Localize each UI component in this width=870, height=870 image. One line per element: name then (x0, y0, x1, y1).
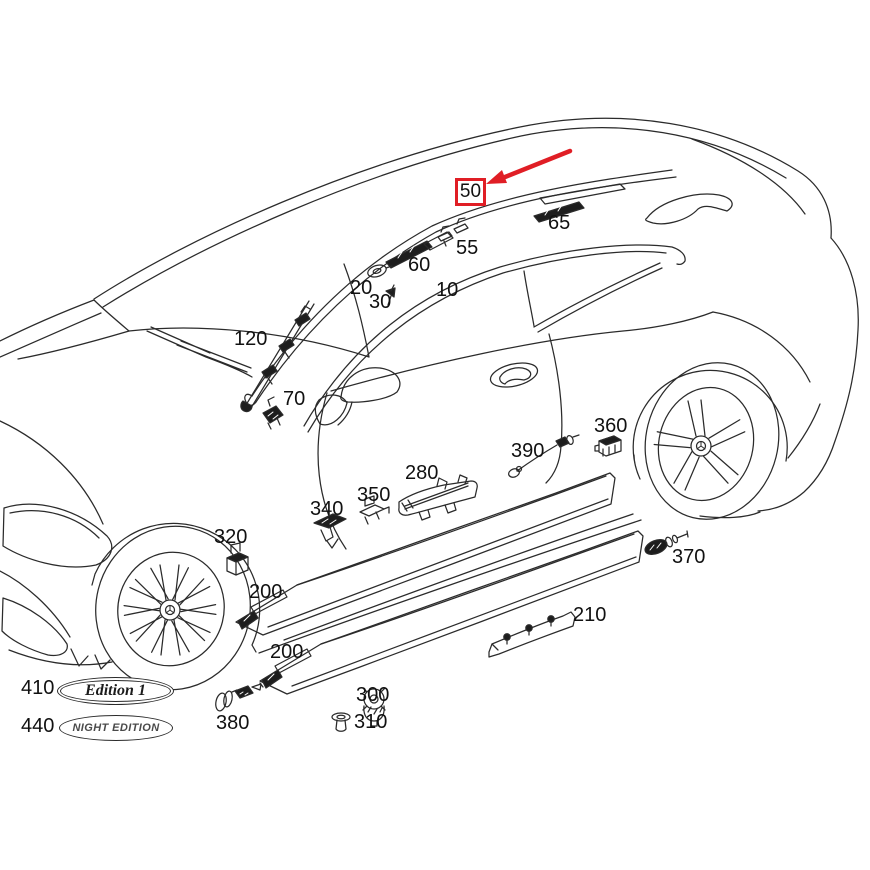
part-30-pin (385, 284, 396, 306)
edition1-badge: Edition 1 (57, 677, 174, 705)
part-label-350[interactable]: 350 (357, 484, 391, 506)
part-label-440[interactable]: 440 (21, 715, 55, 737)
callout-arrow (486, 148, 573, 184)
part-350-clip (359, 495, 390, 525)
part-300-grommet (362, 687, 386, 727)
front-intake (1, 597, 68, 657)
part-label-380[interactable]: 380 (216, 712, 250, 734)
part-label-370[interactable]: 370 (672, 546, 706, 568)
part-320-clip (226, 542, 249, 576)
mb-star-icon (696, 441, 706, 450)
part-370-rivet (644, 530, 689, 556)
part-label-280[interactable]: 280 (405, 462, 439, 484)
door-handle (489, 362, 539, 388)
part-label-360[interactable]: 360 (594, 415, 628, 437)
part-label-410[interactable]: 410 (21, 677, 55, 699)
part-label-210[interactable]: 210 (573, 604, 607, 626)
side-mirror (340, 367, 401, 403)
part-label-120[interactable]: 120 (234, 328, 268, 350)
part-200-sill-lower (259, 530, 644, 695)
part-280-bracket (398, 474, 478, 521)
rear-wheel (644, 362, 780, 520)
car-body (0, 117, 859, 670)
part-55-clips (437, 217, 469, 247)
night-edition-badge: NIGHT EDITION (59, 715, 173, 741)
part-label-300[interactable]: 300 (356, 684, 390, 706)
part-70-clip (262, 396, 284, 430)
part-20-grommet (367, 264, 393, 278)
part-label-200-upper[interactable]: 200 (249, 581, 283, 603)
part-label-200-lower[interactable]: 200 (270, 641, 304, 663)
part-label-310[interactable]: 310 (354, 711, 388, 733)
wipers (146, 326, 253, 378)
part-label-320[interactable]: 320 (214, 526, 248, 548)
part-label-60[interactable]: 60 (408, 254, 431, 276)
part-label-10[interactable]: 10 (436, 279, 459, 301)
edition1-badge-text: Edition 1 (85, 682, 146, 699)
part-65-strip (533, 201, 585, 223)
selected-part-callout[interactable]: 50 (455, 178, 486, 206)
part-310-pin (331, 712, 351, 732)
part-label-30[interactable]: 30 (369, 291, 392, 313)
rear-wheel-arch (632, 369, 788, 480)
part-210-strip (488, 611, 576, 658)
part-label-70[interactable]: 70 (283, 388, 306, 410)
part-label-340[interactable]: 340 (310, 498, 344, 520)
part-200-sill-upper (235, 472, 616, 636)
headlight (2, 503, 113, 568)
part-390-cable (508, 434, 580, 478)
front-wheel-arch (91, 522, 261, 653)
part-label-55[interactable]: 55 (456, 237, 479, 259)
part-50-roof-molding (244, 169, 677, 406)
rocker-line (258, 513, 642, 654)
part-340-clip (313, 513, 347, 549)
part-120-a-pillar-molding (240, 300, 315, 413)
part-label-20[interactable]: 20 (350, 277, 373, 299)
part-label-65[interactable]: 65 (548, 212, 571, 234)
night-edition-badge-text: NIGHT EDITION (72, 722, 160, 734)
part-10-drip-molding (303, 244, 686, 433)
mb-star-icon (165, 605, 175, 614)
part-label-390[interactable]: 390 (511, 440, 545, 462)
part-360-bracket (594, 435, 622, 457)
part-380-rivet (215, 682, 264, 712)
